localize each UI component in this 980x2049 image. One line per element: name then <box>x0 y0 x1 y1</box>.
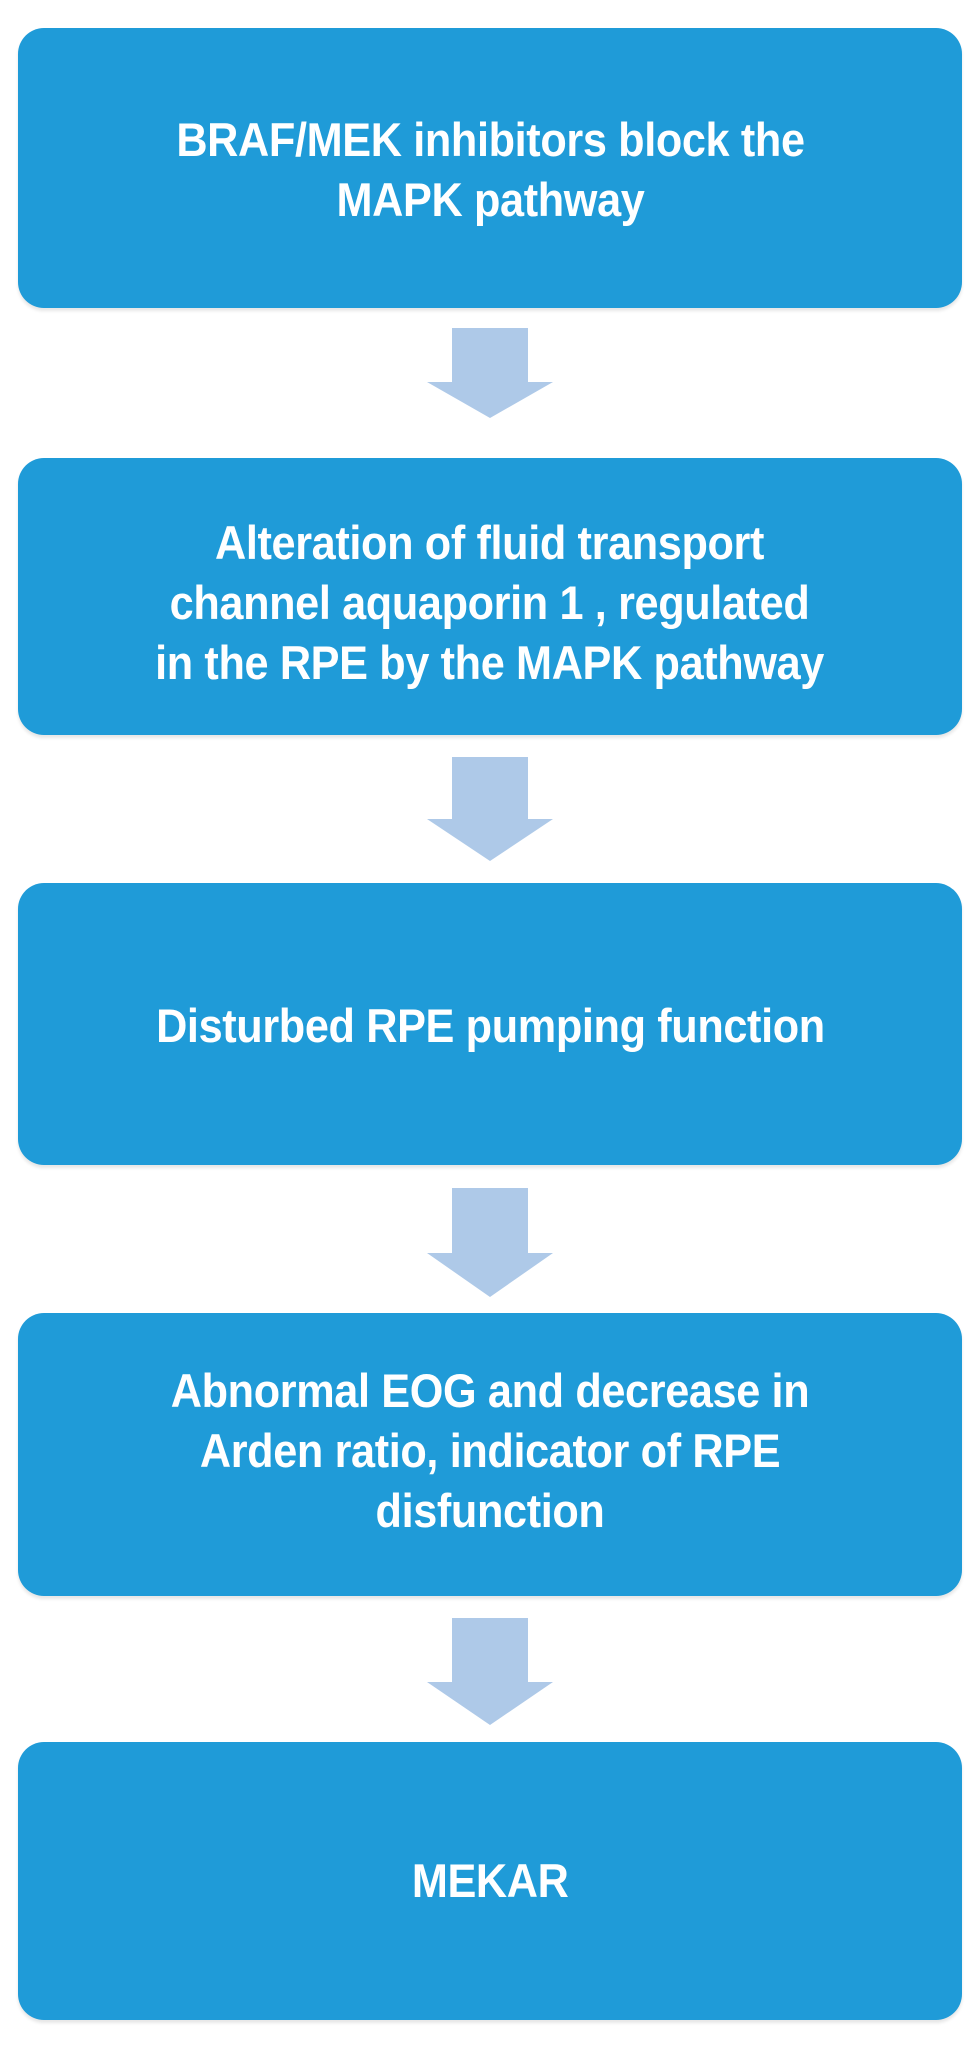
flowchart-node-label: Alteration of fluid transport channel aq… <box>155 515 825 689</box>
flowchart-node-abnormal-eog: Abnormal EOG and decrease in Arden ratio… <box>18 1313 962 1596</box>
arrow-down-icon-1 <box>427 328 553 418</box>
arrow-down-icon-3 <box>427 1188 553 1297</box>
flowchart-node-aquaporin-alteration: Alteration of fluid transport channel aq… <box>18 458 962 735</box>
flowchart-node-label: Abnormal EOG and decrease in Arden ratio… <box>170 1363 810 1537</box>
arrow-down-icon-4 <box>427 1618 553 1725</box>
flowchart-node-label: BRAF/MEK inhibitors block the MAPK pathw… <box>175 113 805 226</box>
flowchart-node-mekar: MEKAR <box>18 1742 962 2020</box>
flowchart-node-braf-mek-inhibitors: BRAF/MEK inhibitors block the MAPK pathw… <box>18 28 962 308</box>
flowchart-node-label: MEKAR <box>411 1854 569 1907</box>
arrow-down-icon-2 <box>427 757 553 861</box>
flowchart-node-disturbed-rpe-pumping: Disturbed RPE pumping function <box>18 883 962 1165</box>
flowchart-node-label: Disturbed RPE pumping function <box>155 999 825 1052</box>
